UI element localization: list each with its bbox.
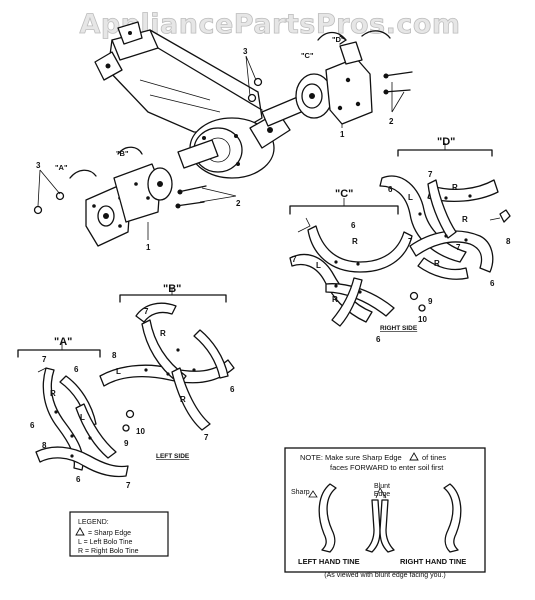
sharp-label: Sharp — [291, 489, 310, 496]
right-hand-tine-label: RIGHT HAND TINE — [400, 557, 466, 566]
note-line-1b: of tines — [422, 453, 446, 462]
tine-assembly-d: "D" — [379, 136, 511, 280]
legend-left-bolo: L = Left Bolo Tine — [78, 539, 133, 546]
sharp-edge-triangle-icon — [75, 527, 85, 536]
part-number-6: 6 — [74, 365, 79, 374]
right-hub-assembly — [247, 30, 413, 125]
leader-lines — [37, 55, 405, 240]
part-number-10: 10 — [136, 427, 145, 436]
tine-letter-l: L — [116, 367, 121, 376]
part-number-1: 1 — [146, 243, 151, 252]
callout-a: "A" — [54, 336, 72, 348]
tine-assembly-b: "B" — [99, 283, 235, 431]
callout-d: "D" — [437, 136, 455, 148]
legend-title: LEGEND: — [78, 519, 109, 526]
bolt — [122, 424, 130, 432]
tine-letter-l: L — [316, 261, 321, 270]
viewed-note: (As viewed with blunt edge facing you.) — [324, 572, 445, 579]
legend-right-bolo: R = Right Bolo Tine — [78, 548, 139, 555]
part-number-7: 7 — [428, 170, 433, 179]
tine-letter-r: R — [160, 329, 166, 338]
callout-a-top: "A" — [55, 163, 68, 172]
part-number-6: 6 — [490, 279, 495, 288]
tine-letter-r: R — [434, 259, 440, 268]
tine-assembly-a: "A" — [17, 336, 129, 478]
part-number-8: 8 — [42, 441, 47, 450]
blunt-edge-tine-right — [379, 499, 395, 553]
part-number-1: 1 — [340, 130, 345, 139]
sharp-edge-triangle-icon — [308, 490, 318, 498]
part-number-2: 2 — [389, 117, 394, 126]
part-number-9: 9 — [428, 297, 433, 306]
part-number-6: 6 — [30, 421, 35, 430]
legend-box: LEGEND: = Sharp Edge L = Left Bolo Tine … — [69, 511, 169, 557]
part-number-7: 7 — [204, 433, 209, 442]
callout-c-top: "C" — [301, 51, 314, 60]
part-number-9: 9 — [124, 439, 129, 448]
part-number-7: 7 — [144, 307, 149, 316]
part-number-2: 2 — [236, 199, 241, 208]
left-hand-tine-drawing — [318, 483, 337, 553]
left-hub-assembly — [33, 146, 207, 247]
sharp-edge-triangle-icon — [409, 452, 419, 461]
note-box: NOTE: Make sure Sharp Edge of tines face… — [284, 447, 486, 579]
part-number-3: 3 — [243, 47, 248, 56]
part-number-6: 6 — [351, 221, 356, 230]
callout-d-top: "D" — [332, 35, 345, 44]
part-number-7: 7 — [42, 355, 47, 364]
part-number-7: 7 — [292, 255, 297, 264]
nut — [125, 409, 135, 419]
part-number-8: 8 — [506, 237, 511, 246]
tine-assembly-c: "C" — [289, 188, 426, 327]
blunt-label: Blunt — [374, 483, 390, 490]
callout-c: "C" — [335, 188, 353, 200]
part-number-3: 3 — [36, 161, 41, 170]
tine-letter-l: L — [80, 413, 85, 422]
right-side-label: RIGHT SIDE — [380, 325, 418, 332]
tine-letter-r: R — [180, 395, 186, 404]
right-hand-tine-drawing — [443, 483, 462, 553]
left-side-label: LEFT SIDE — [156, 453, 190, 460]
tine-letter-l: L — [408, 193, 413, 202]
part-number-6: 6 — [376, 335, 381, 344]
note-line-2: faces FORWARD to enter soil first — [330, 463, 444, 472]
part-number-6: 6 — [76, 475, 81, 484]
legend-sharp-edge: = Sharp Edge — [88, 530, 131, 537]
part-number-7: 7 — [126, 481, 131, 490]
part-number-6: 6 — [230, 385, 235, 394]
note-line-1: NOTE: Make sure Sharp Edge — [300, 453, 402, 462]
part-number-10: 10 — [418, 315, 427, 324]
callout-b: "B" — [163, 283, 181, 295]
tine-letter-r: R — [332, 295, 338, 304]
tine-letter-r: R — [452, 183, 458, 192]
tine-letter-r: R — [352, 237, 358, 246]
tine-letter-r: R — [50, 389, 56, 398]
part-number-6: 6 — [388, 185, 393, 194]
edge-label: Edge — [374, 491, 390, 498]
callout-b-top: "B" — [116, 149, 129, 158]
transmission-housing — [94, 21, 307, 179]
tine-letter-r: R — [462, 215, 468, 224]
left-hand-tine-label: LEFT HAND TINE — [298, 557, 360, 566]
part-number-7: 7 — [408, 237, 413, 246]
part-number-8: 8 — [112, 351, 117, 360]
part-number-7: 7 — [456, 243, 461, 252]
